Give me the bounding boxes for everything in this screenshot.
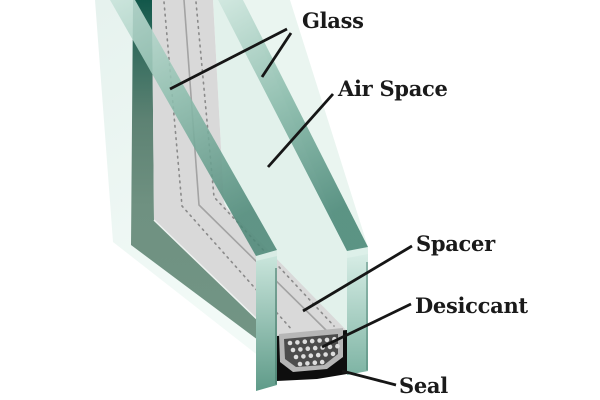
desiccant-dot <box>290 347 296 353</box>
front-pane-edge-band <box>110 0 277 256</box>
desiccant-label: Desiccant <box>415 293 528 318</box>
seal-label: Seal <box>399 373 448 398</box>
air-space-region <box>213 0 347 334</box>
spacer-label: Spacer <box>416 231 496 256</box>
desiccant-dot <box>330 351 336 357</box>
back-pane-cut-edge <box>347 247 368 375</box>
desiccant-dot <box>312 345 318 351</box>
desiccant-dot <box>309 338 315 344</box>
air-space-leader-line <box>266 93 335 168</box>
desiccant-dot <box>298 347 303 352</box>
spacer-face-divider <box>183 0 331 335</box>
desiccant-dot <box>327 344 333 350</box>
desiccant-dot <box>323 352 328 357</box>
glass-leader-line-back <box>260 32 293 78</box>
desiccant-dot <box>297 361 303 367</box>
front-glass-face <box>95 0 262 357</box>
desiccant-dot <box>319 359 325 365</box>
seal-leader-line <box>341 369 397 387</box>
frame-edge-band <box>131 0 262 343</box>
front-pane-cut-edge <box>256 249 277 391</box>
desiccant-dot <box>335 343 340 349</box>
desiccant-dot <box>312 360 318 366</box>
desiccant-dot <box>305 346 311 352</box>
spacer-bar <box>152 0 350 372</box>
desiccant-dot <box>315 352 321 358</box>
desiccant-dot <box>305 361 310 366</box>
glass-leader-line-front <box>169 27 288 91</box>
desiccant-leader-line <box>321 302 412 349</box>
desiccant-dot <box>317 338 322 343</box>
desiccant-dot <box>308 353 314 359</box>
spacer-leader-line <box>302 244 413 313</box>
desiccant-dot <box>301 354 306 359</box>
glass-label: Glass <box>302 8 364 33</box>
back-pane-edge-band <box>218 0 368 251</box>
desiccant-dot <box>295 340 300 345</box>
desiccant-dot <box>324 337 330 343</box>
desiccant-dot <box>287 340 293 346</box>
spacer-frame-seam <box>153 219 263 325</box>
desiccant-dot <box>302 339 308 345</box>
desiccant-dot <box>293 354 299 360</box>
air-space-label: Air Space <box>337 76 448 101</box>
back-pane-cut-edge-top-facet <box>347 247 368 258</box>
